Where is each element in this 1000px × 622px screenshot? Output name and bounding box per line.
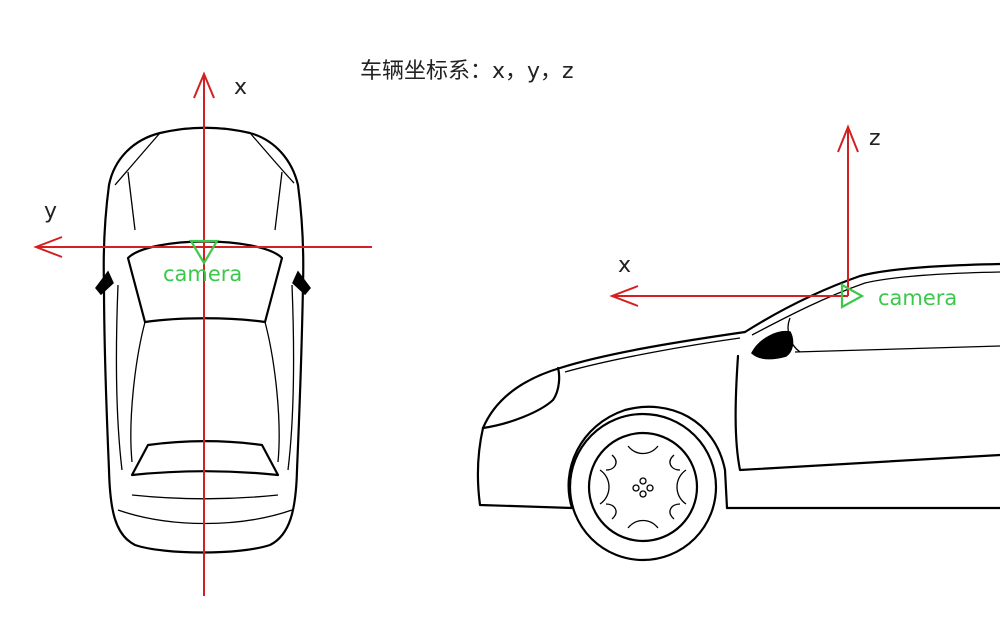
side-view-z-label: z	[869, 126, 881, 151]
side-view-camera-label: camera	[878, 286, 957, 310]
top-view-camera-label: camera	[163, 262, 242, 286]
top-view-camera-icon	[189, 239, 219, 266]
side-view-camera-icon	[840, 283, 865, 309]
side-view-z-axis	[837, 124, 859, 296]
side-view-x-label: x	[618, 253, 631, 278]
side-view-x-axis	[609, 285, 848, 307]
side-view-car	[476, 262, 1000, 562]
top-view-y-label: y	[44, 199, 57, 224]
diagram-title: 车辆坐标系：x，y，z	[360, 59, 574, 84]
top-view-x-axis	[193, 71, 215, 596]
top-view-y-axis	[33, 236, 372, 258]
top-view-x-label: x	[234, 75, 247, 100]
